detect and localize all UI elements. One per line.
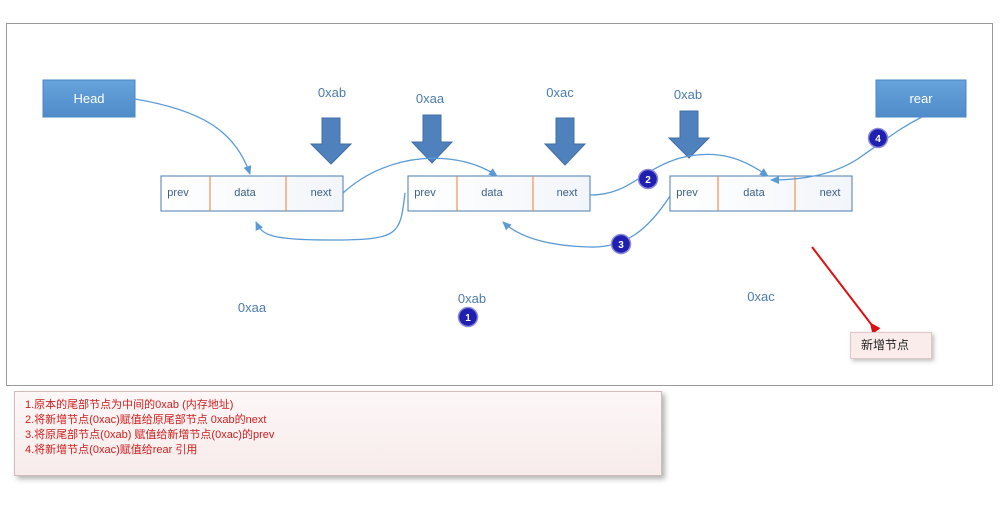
down-arrow-1 <box>309 117 353 165</box>
node-3-prev: prev <box>676 187 698 199</box>
new-node-callout: 新增节点 <box>850 332 932 359</box>
down-arrow-4 <box>667 110 711 159</box>
node2-next-to-node3-arrow <box>589 153 769 196</box>
node-2-prev: prev <box>414 187 436 199</box>
badge-4-number: 4 <box>875 134 881 145</box>
address-label-top-4: 0xab <box>674 87 702 102</box>
rear-label: rear <box>909 91 933 106</box>
node-2-next: next <box>557 187 578 199</box>
note-line-1: 1.原本的尾部节点为中间的0xab (内存地址) <box>25 399 234 411</box>
address-label-top-2: 0xaa <box>416 91 445 106</box>
node-1-data: data <box>234 187 256 199</box>
node2-prev-to-node1-arrow <box>255 192 406 241</box>
notes-panel: 1.原本的尾部节点为中间的0xab (内存地址) 2.将新增节点(0xac)赋值… <box>14 391 662 476</box>
down-arrow-2 <box>410 114 454 164</box>
head-box: Head <box>42 79 136 118</box>
list-node-1: prev data next <box>160 175 344 212</box>
note-line-2: 2.将新增节点(0xac)赋值给原尾部节点 0xab的next <box>25 414 267 426</box>
badge-3-number: 3 <box>618 240 624 251</box>
badge-2-number: 2 <box>645 175 651 186</box>
badge-3: 3 <box>610 233 632 255</box>
node-3-data: data <box>743 187 765 199</box>
rear-to-node3-arrow <box>770 116 923 184</box>
badge-1: 1 <box>457 306 479 328</box>
head-to-node1-arrow <box>134 98 252 175</box>
note-line-4: 4.将新增节点(0xac)赋值给rear 引用 <box>25 444 198 456</box>
address-label-top-1: 0xab <box>318 85 346 100</box>
address-label-bottom-2: 0xab <box>458 291 486 306</box>
node3-prev-to-node2-arrow <box>502 195 671 248</box>
address-label-bottom-3: 0xac <box>747 289 775 304</box>
rear-box: rear <box>875 79 967 118</box>
node-2-data: data <box>481 187 503 199</box>
down-arrow-3 <box>543 117 587 166</box>
node-1-next: next <box>311 187 332 199</box>
node-1-prev: prev <box>167 187 189 199</box>
badge-1-number: 1 <box>465 313 471 324</box>
list-node-2: prev data next <box>407 175 591 212</box>
address-label-top-3: 0xac <box>546 85 574 100</box>
node-3-next: next <box>820 187 841 199</box>
note-line-3: 3.将原尾部节点(0xab) 赋值给新增节点(0xac)的prev <box>25 429 275 441</box>
new-node-pointer-arrow <box>811 246 881 335</box>
badge-2: 2 <box>637 168 659 190</box>
badge-4: 4 <box>867 127 889 149</box>
node1-next-to-node2-arrow <box>342 157 498 194</box>
address-label-bottom-1: 0xaa <box>238 300 267 315</box>
list-node-3: prev data next <box>669 175 853 212</box>
head-label: Head <box>73 91 104 106</box>
